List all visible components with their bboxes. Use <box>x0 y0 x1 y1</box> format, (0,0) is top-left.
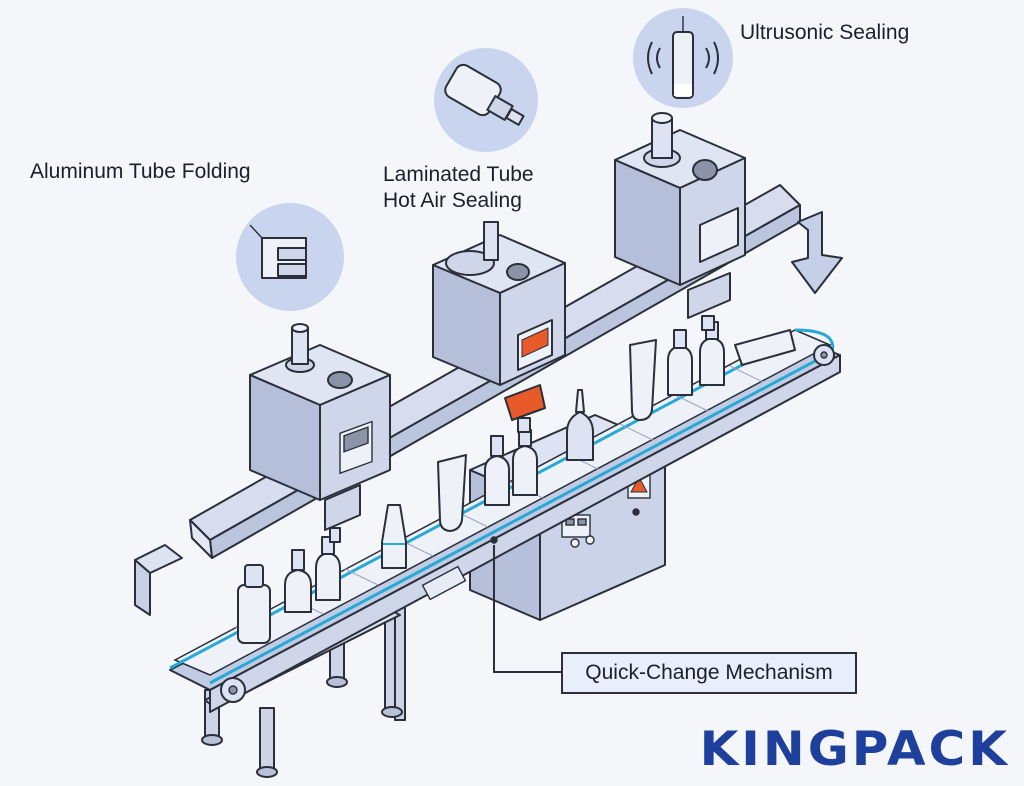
gripper-icon <box>249 224 307 279</box>
label-laminated-tube-hot-air-sealing: Laminated Tube Hot Air Sealing <box>383 162 534 214</box>
ultrasonic-horn-icon <box>647 16 719 99</box>
down-arrow-icon <box>791 211 843 294</box>
callout-bubble-nozzle <box>434 48 538 152</box>
side-guard-left <box>134 544 183 616</box>
tube <box>734 329 796 366</box>
bottle <box>566 389 594 461</box>
machine-aluminum-folding <box>249 323 391 543</box>
label-laminated-line2: Hot Air Sealing <box>383 189 522 212</box>
label-ultrasonic-sealing: Ultrusonic Sealing <box>740 21 910 44</box>
callout-bubble-ultrasonic <box>633 8 733 108</box>
brand-logo: KINGPACK <box>699 721 1010 777</box>
bottle <box>512 429 538 496</box>
quick-change-leader <box>493 545 561 673</box>
label-aluminum-tube-folding: Aluminum Tube Folding <box>30 160 251 183</box>
bottle <box>315 536 341 601</box>
quick-change-callout: Quick-Change Mechanism <box>561 652 857 694</box>
machine-ultrasonic-sealing <box>614 112 746 331</box>
tube <box>437 454 467 532</box>
bottle <box>284 549 312 613</box>
bottle <box>699 321 725 386</box>
bottle <box>381 504 407 569</box>
tube <box>629 339 657 421</box>
callout-bubble-folding <box>236 203 344 311</box>
containers <box>237 321 796 644</box>
bottle <box>667 329 693 396</box>
bottle <box>484 435 510 506</box>
bottle <box>237 564 271 644</box>
machine-hot-air-sealing <box>432 221 566 433</box>
label-laminated-line1: Laminated Tube <box>383 163 534 186</box>
nozzle-icon <box>444 63 525 126</box>
